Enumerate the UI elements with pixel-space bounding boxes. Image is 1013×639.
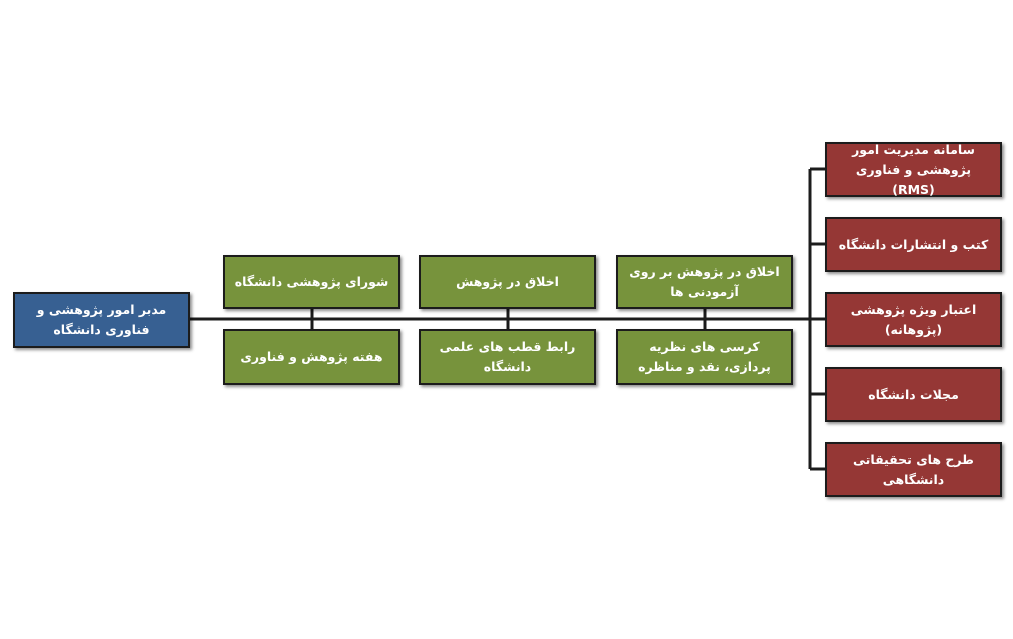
node-label: اخلاق در پژوهش [456, 274, 559, 289]
node-research-council: شورای پژوهشی دانشگاه [223, 255, 400, 309]
node-special-grant: اعتبار ویژه پژوهشی (پژوهانه) [825, 292, 1002, 347]
node-rms: سامانه مدیریت امور پژوهشی و فناوری (RMS) [825, 142, 1002, 197]
node-label: مجلات دانشگاه [868, 386, 959, 402]
root-node: مدبر امور پژوهشی و فناوری دانشگاه [13, 292, 190, 348]
node-label: طرح های تحقیقاتی دانشگاهی [853, 451, 974, 487]
node-label: اخلاق در پژوهش بر روی آزمودنی ها [629, 264, 780, 299]
node-label: کتب و انتشارات دانشگاه [838, 236, 989, 252]
root-node-label: مدبر امور پژوهشی و فناوری دانشگاه [36, 302, 167, 337]
node-label: هفته پژوهش و فناوری [240, 349, 383, 364]
node-research-projects: طرح های تحقیقاتی دانشگاهی [825, 442, 1002, 497]
node-scientific-poles: رابط قطب های علمی دانشگاه [419, 329, 596, 385]
node-human-subjects-ethics: اخلاق در پژوهش بر روی آزمودنی ها [616, 255, 793, 309]
node-books-publications: کتب و انتشارات دانشگاه [825, 217, 1002, 272]
node-label: اعتبار ویژه پژوهشی (پژوهانه) [850, 301, 977, 337]
node-theory-chairs: کرسی های نظریه پردازی، نقد و مناظره [616, 329, 793, 385]
node-label: سامانه مدیریت امور پژوهشی و فناوری (RMS) [852, 141, 975, 197]
node-label: کرسی های نظریه پردازی، نقد و مناظره [638, 339, 771, 374]
node-label: شورای پژوهشی دانشگاه [234, 274, 389, 289]
node-research-ethics: اخلاق در پژوهش [419, 255, 596, 309]
node-journals: مجلات دانشگاه [825, 367, 1002, 422]
node-label: رابط قطب های علمی دانشگاه [439, 339, 576, 374]
node-research-week: هفته پژوهش و فناوری [223, 329, 400, 385]
